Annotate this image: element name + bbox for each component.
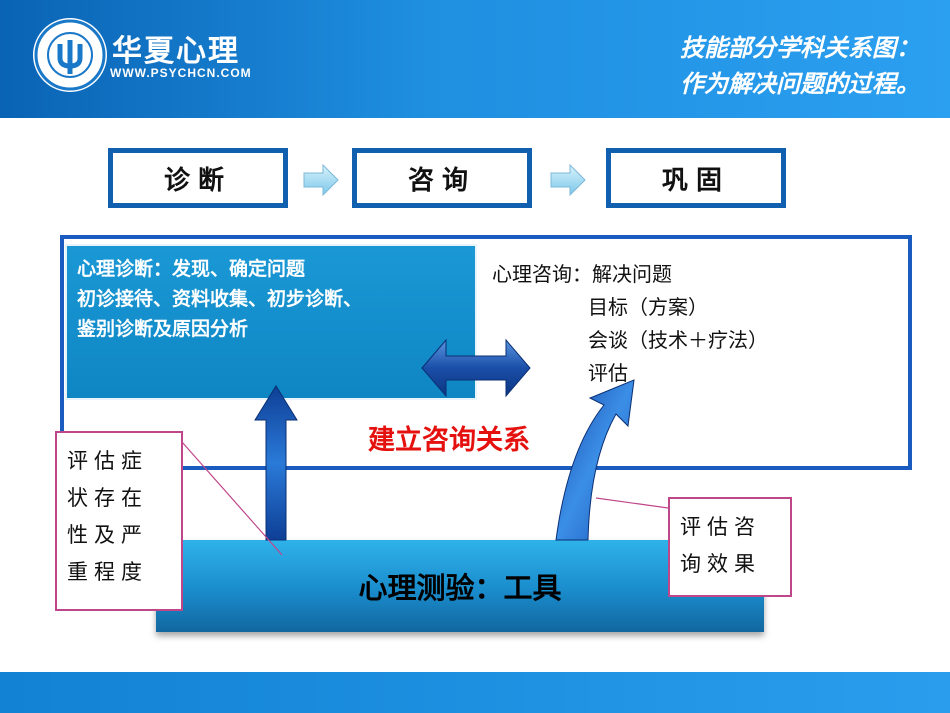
- note-assess-effect: 评估咨 询效果: [668, 497, 792, 597]
- footer-banner: [0, 672, 950, 713]
- logo-emblem: [33, 18, 107, 92]
- page-title: 技能部分学科关系图： 作为解决问题的过程。: [680, 30, 920, 102]
- note-left-line-2: 状存在: [67, 486, 148, 510]
- stage-consultation-box: 咨询: [352, 148, 532, 208]
- diagnosis-line-3: 鉴别诊断及原因分析: [77, 318, 249, 340]
- flow-arrow-icon: [303, 164, 339, 196]
- consultation-text: 心理咨询：解决问题 目标（方案） 会谈（技术＋疗法） 评估: [492, 258, 768, 390]
- tool-bar: 心理测验：工具: [156, 540, 764, 632]
- connector-line-left: [181, 441, 283, 556]
- note-left-line-4: 重程度: [67, 560, 148, 584]
- consultation-line-1: 心理咨询：解决问题: [492, 262, 672, 286]
- connector-line-right: [595, 497, 669, 509]
- note-right-line-1: 评估咨: [680, 515, 761, 539]
- diagnosis-line-2: 初诊接待、资料收集、初步诊断、: [77, 288, 363, 310]
- consultation-line-4: 评估: [588, 361, 628, 385]
- diagnosis-panel: 心理诊断：发现、确定问题 初诊接待、资料收集、初步诊断、 鉴别诊断及原因分析: [65, 244, 477, 400]
- stage-diagnosis-box: 诊断: [108, 148, 288, 208]
- title-line-2: 作为解决问题的过程。: [680, 70, 920, 98]
- relationship-label: 建立咨询关系: [368, 425, 530, 456]
- stage-consultation-label: 咨询: [357, 153, 527, 203]
- logo-brand-text: 华夏心理: [112, 34, 240, 69]
- diagonal-arrow-icon: [555, 379, 635, 541]
- stage-consolidation-box: 巩固: [606, 148, 786, 208]
- stage-diagnosis-label: 诊断: [113, 153, 283, 203]
- logo-icon: [34, 19, 106, 91]
- header-banner: 华夏心理 WWW.PSYCHCN.COM 技能部分学科关系图： 作为解决问题的过…: [0, 0, 950, 118]
- double-arrow-icon: [421, 338, 531, 398]
- note-assess-symptoms: 评估症 状存在 性及严 重程度: [55, 431, 183, 611]
- note-left-line-3: 性及严: [67, 523, 148, 547]
- tool-label: 心理测验：工具: [358, 571, 562, 605]
- diagnosis-line-1: 心理诊断：发现、确定问题: [77, 258, 306, 280]
- note-right-line-2: 询效果: [680, 552, 761, 576]
- up-arrow-icon: [254, 385, 298, 541]
- flow-arrow-icon: [550, 164, 586, 196]
- consultation-line-3: 会谈（技术＋疗法）: [588, 328, 768, 352]
- consultation-line-2: 目标（方案）: [588, 295, 708, 319]
- title-line-1: 技能部分学科关系图：: [680, 34, 920, 62]
- logo-url-text: WWW.PSYCHCN.COM: [110, 66, 252, 80]
- stage-consolidation-label: 巩固: [611, 153, 781, 203]
- note-left-line-1: 评估症: [67, 449, 148, 473]
